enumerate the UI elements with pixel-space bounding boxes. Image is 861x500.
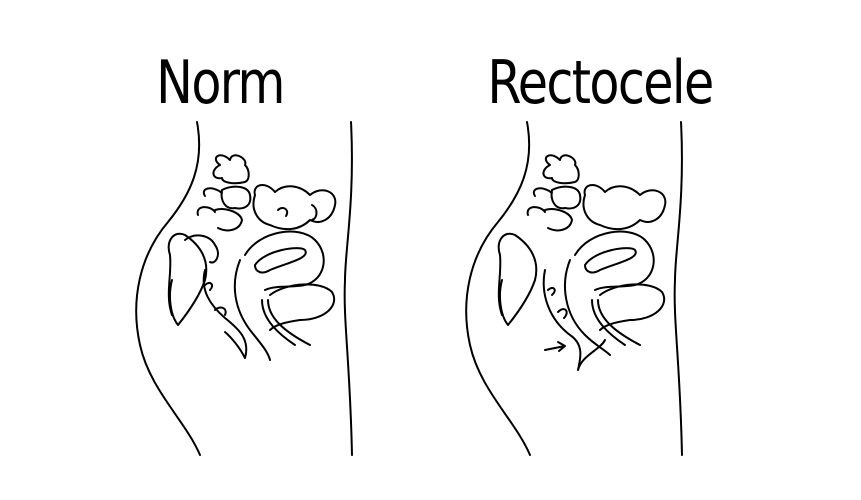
- norm-pelvis-drawing: [135, 121, 353, 456]
- title-rectocele: Rectocele: [487, 48, 714, 118]
- colon-loop: [277, 206, 289, 217]
- rectum-fold2: [557, 308, 568, 319]
- vertebra-5: [196, 206, 216, 216]
- body-outline-front: [343, 121, 353, 456]
- title-norm: Norm: [156, 48, 285, 118]
- vertebra-5: [526, 206, 546, 216]
- vertebra-3: [532, 187, 553, 197]
- vertebra-2: [550, 185, 582, 210]
- uterus-inner: [254, 247, 307, 274]
- uterus-inner: [584, 247, 637, 274]
- bladder: [599, 283, 665, 331]
- sacrum-coccyx: [167, 232, 208, 326]
- rectocele-pelvis-drawing: [465, 121, 683, 456]
- body-outline-front: [673, 121, 683, 456]
- rectum-fold: [204, 281, 214, 291]
- vertebra-2: [220, 185, 252, 210]
- colon-top: [582, 184, 667, 231]
- vertebra-1: [542, 154, 580, 185]
- colon-loop2: [311, 204, 318, 221]
- bladder: [269, 283, 335, 331]
- rectocele-arrow: [544, 341, 566, 352]
- spine-link: [184, 234, 219, 264]
- rectum-fold: [547, 286, 556, 296]
- urethra-2: [597, 299, 641, 346]
- vagina-canal: [564, 259, 611, 356]
- sacrum-coccyx: [497, 232, 538, 326]
- vertebra-4: [544, 208, 573, 232]
- vertebra-3: [202, 187, 223, 197]
- panel-rectocele: Rectocele: [400, 0, 830, 500]
- body-outline-back: [465, 121, 531, 456]
- panel-norm: Norm: [0, 0, 430, 500]
- vertebra-4: [214, 208, 243, 232]
- uterus-outer: [244, 230, 325, 291]
- urethra-2: [267, 299, 311, 346]
- colon-top: [252, 184, 337, 231]
- urethra-1: [261, 299, 296, 346]
- uterus-outer: [574, 230, 655, 291]
- vagina-canal: [233, 259, 271, 361]
- urethra-1: [591, 299, 626, 346]
- rectum-bulge: [542, 269, 606, 371]
- body-outline-back: [135, 121, 201, 456]
- rectum: [202, 269, 248, 359]
- vertebra-1: [212, 154, 250, 185]
- rectum-fold2: [214, 306, 227, 316]
